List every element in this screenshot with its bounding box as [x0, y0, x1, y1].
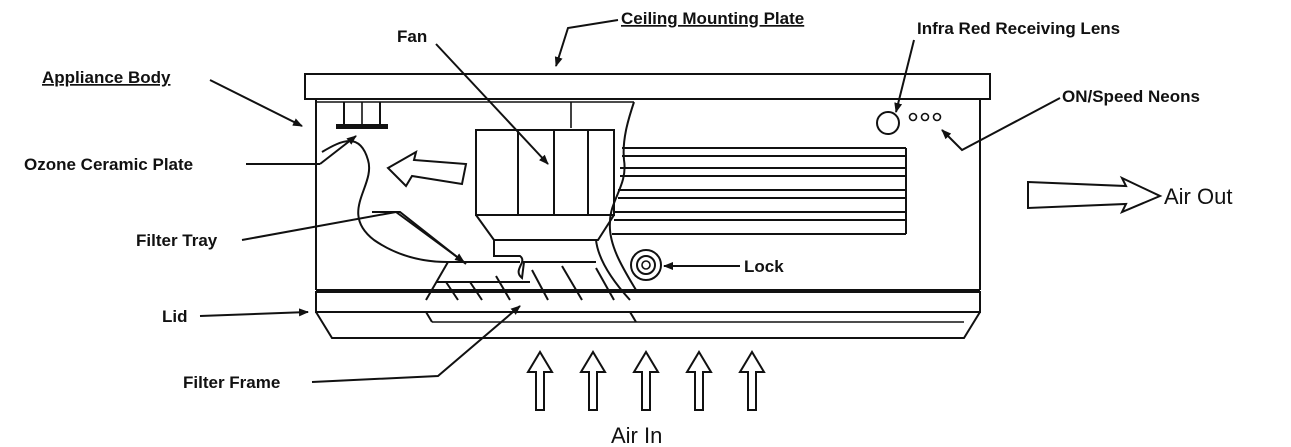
label-air-in: Air In: [611, 423, 662, 447]
filter-frame: [436, 265, 615, 301]
neon-3: [932, 112, 942, 122]
label-lid: Lid: [162, 307, 188, 326]
outlet-louvres: [612, 147, 907, 235]
label-lock: Lock: [744, 257, 784, 276]
label-fan: Fan: [397, 27, 427, 46]
ceiling-mounting-plate: [304, 73, 991, 100]
ozone-ceramic-plate: [336, 102, 388, 129]
label-filter-tray: Filter Tray: [136, 231, 218, 250]
label-air-out: Air Out: [1164, 184, 1232, 209]
internal-air-arrow: [386, 149, 468, 188]
lock-icon: [630, 249, 662, 281]
air-out-arrow: [1027, 175, 1163, 214]
label-filter-frame: Filter Frame: [183, 373, 280, 392]
filter-tray-slope: [372, 211, 467, 265]
air-duct: [321, 140, 449, 263]
fan: [475, 129, 615, 241]
neon-1: [908, 112, 918, 122]
label-ceiling-mounting-plate: Ceiling Mounting Plate: [621, 9, 804, 28]
leader-lines: [199, 19, 1061, 383]
label-on-speed-neons: ON/Speed Neons: [1062, 87, 1200, 106]
label-infra-red-lens: Infra Red Receiving Lens: [917, 19, 1120, 38]
label-appliance-body: Appliance Body: [42, 68, 171, 87]
appliance-body: [315, 99, 981, 291]
lid: [315, 291, 981, 339]
air-in-arrows: [526, 350, 766, 411]
neon-2: [920, 112, 930, 122]
label-ozone-ceramic-plate: Ozone Ceramic Plate: [24, 155, 193, 174]
infra-red-lens: [876, 111, 900, 135]
cutaway-edge: [608, 101, 637, 291]
